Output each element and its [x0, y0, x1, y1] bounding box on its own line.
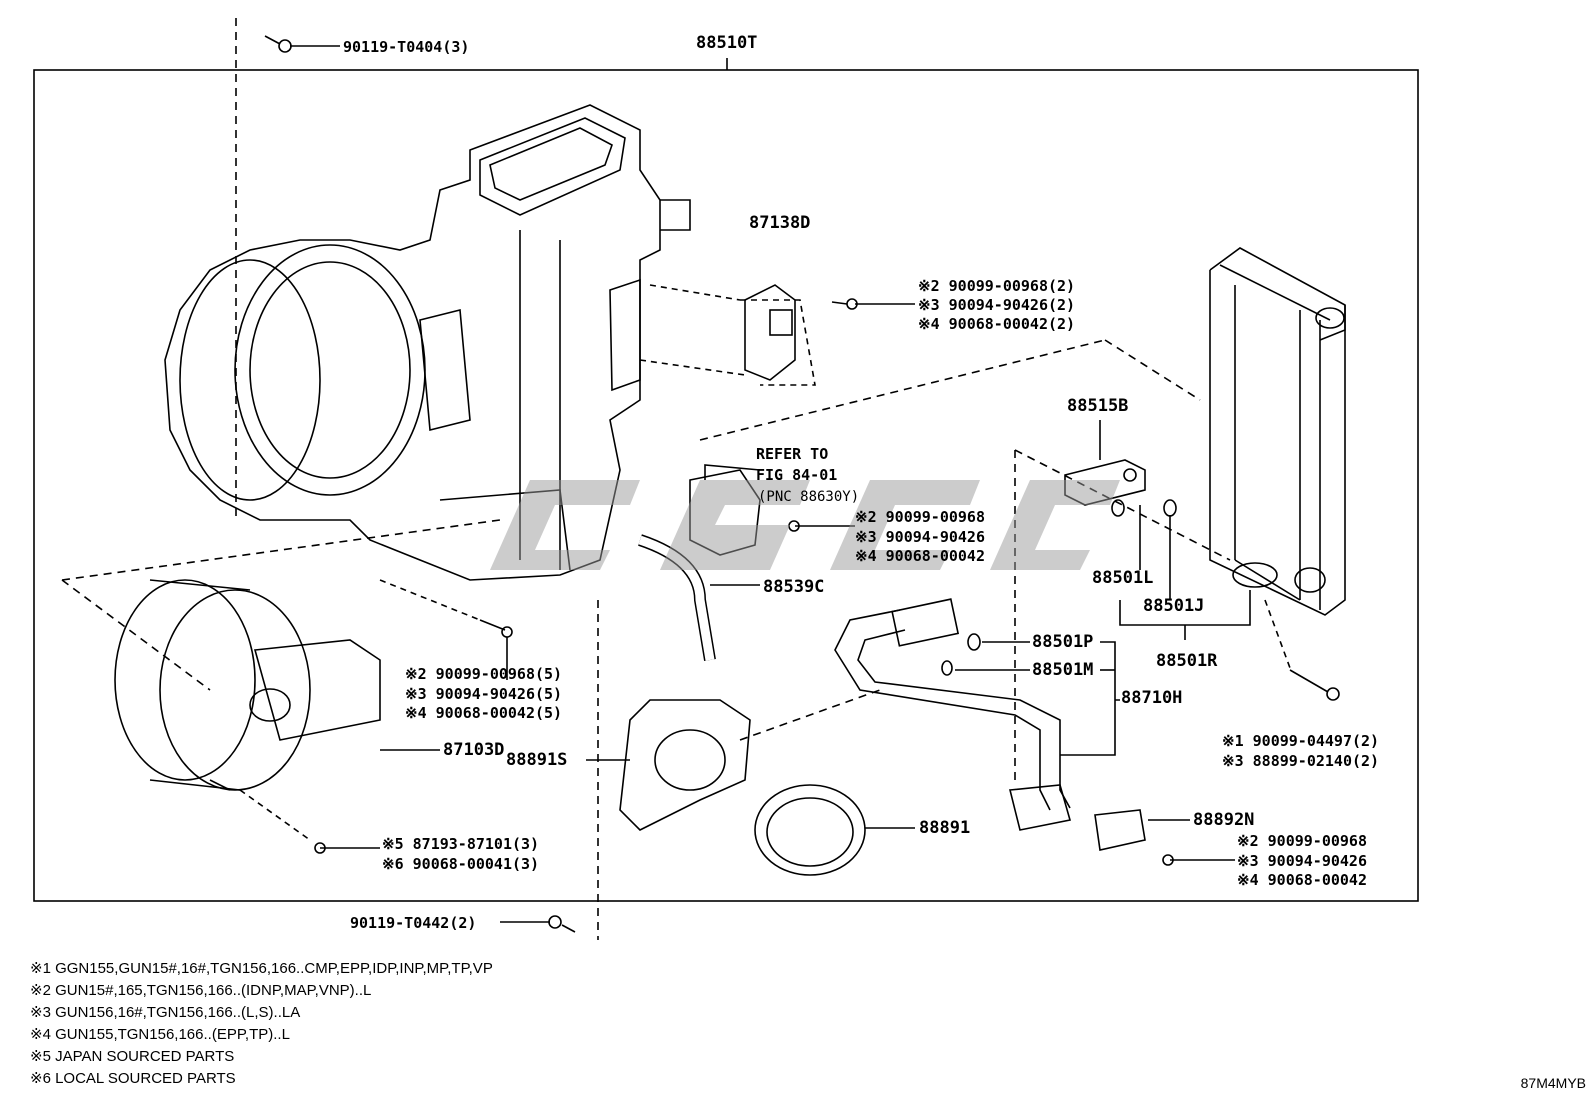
- motor-bolt-1: ※5 87193-87101(3): [382, 835, 540, 853]
- blower-motor: [114, 579, 381, 791]
- main-part-label: 88510T: [696, 33, 758, 53]
- footnote: ※6 LOCAL SOURCED PARTS: [30, 1070, 236, 1087]
- oring-r-label: 88501R: [1156, 651, 1218, 671]
- mid-bolt-1: ※2 90099-00968: [855, 508, 985, 526]
- drain-part: [619, 699, 751, 831]
- watermark-logo: [490, 480, 1120, 570]
- blower-bolt-3: ※4 90068-00042(5): [405, 704, 563, 722]
- evaporator-core: [1209, 247, 1346, 616]
- pipe-bracket: [1094, 809, 1146, 851]
- footnote: ※5 JAPAN SOURCED PARTS: [30, 1048, 235, 1065]
- bracket-bolt-3: ※4 90068-00042: [1237, 871, 1367, 889]
- mid-bolt-3: ※4 90068-00042: [855, 547, 985, 565]
- seal-ring: [754, 784, 866, 876]
- blower-resistor: [639, 284, 816, 386]
- resistor-bolt-1: ※2 90099-00968(2): [918, 277, 1076, 295]
- cooler-pipe: [834, 598, 1072, 831]
- blower-bolt-1: ※2 90099-00968(5): [405, 665, 563, 683]
- footnote: ※4 GUN155,TGN156,166..(EPP,TP)..L: [30, 1026, 290, 1043]
- footnote: ※3 GUN156,16#,TGN156,166..(L,S)..LA: [30, 1004, 301, 1021]
- refer-line-2: FIG 84-01: [756, 466, 838, 484]
- evap-bolt-2: ※3 88899-02140(2): [1222, 752, 1380, 770]
- refer-line-3: (PNC 88630Y): [758, 489, 860, 505]
- oring-j-label: 88501J: [1143, 596, 1205, 616]
- resistor-bolt-3: ※4 90068-00042(2): [918, 315, 1076, 333]
- blower-label: 87103D: [443, 740, 505, 760]
- oring-m-label: 88501M: [1032, 660, 1094, 680]
- figure-code: 87M4MYB: [1520, 1075, 1586, 1091]
- drain-label: 88891S: [506, 750, 568, 770]
- refer-line-1: REFER TO: [756, 445, 829, 463]
- resistor-bolt-2: ※3 90094-90426(2): [918, 296, 1076, 314]
- footnote: ※2 GUN15#,165,TGN156,166..(IDNP,MAP,VNP)…: [30, 982, 372, 999]
- bottom-bolt-label: 90119-T0442(2): [350, 914, 477, 932]
- top-bolt-label: 90119-T0404(3): [343, 38, 470, 56]
- bracket-label: 88892N: [1193, 810, 1255, 830]
- motor-bolt-2: ※6 90068-00041(3): [382, 855, 540, 873]
- assembly-frame: [33, 69, 1419, 902]
- valve-label: 88515B: [1067, 396, 1129, 416]
- bracket-bolt-2: ※3 90094-90426: [1237, 852, 1367, 870]
- resistor-label: 87138D: [749, 213, 811, 233]
- pipe-label: 88710H: [1121, 688, 1183, 708]
- evap-bolt-1: ※1 90099-04497(2): [1222, 732, 1380, 750]
- oring-l-label: 88501L: [1092, 568, 1154, 588]
- oring-p-label: 88501P: [1032, 632, 1094, 652]
- bracket-bolt-1: ※2 90099-00968: [1237, 832, 1367, 850]
- mid-bolt-2: ※3 90094-90426: [855, 528, 985, 546]
- seal-label: 88891: [919, 818, 971, 838]
- hose-label: 88539C: [763, 577, 825, 597]
- footnote: ※1 GGN155,GUN15#,16#,TGN156,166..CMP,EPP…: [30, 960, 493, 977]
- blower-bolt-2: ※3 90094-90426(5): [405, 685, 563, 703]
